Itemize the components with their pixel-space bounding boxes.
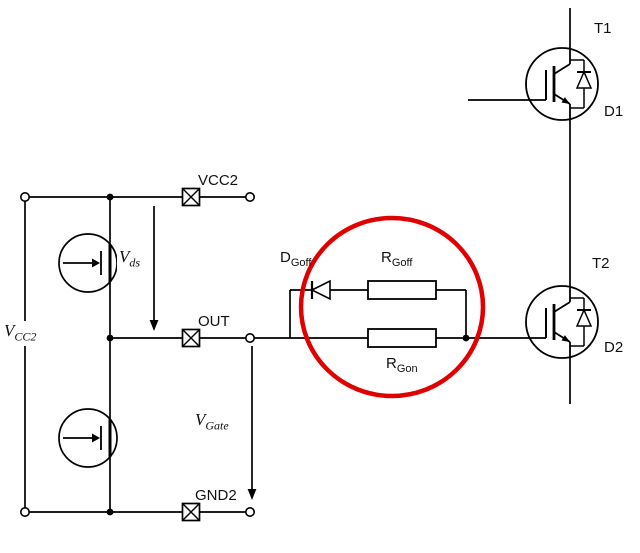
label-rgoff-base: R xyxy=(381,249,392,266)
connector-pins xyxy=(19,192,256,517)
label-d2: D2 xyxy=(604,339,624,356)
igbt-t2-with-diode-d2 xyxy=(524,284,600,360)
label-t1: T1 xyxy=(594,20,612,37)
resistor-rgon xyxy=(367,328,437,348)
label-vcc2-terminal: VCC2 xyxy=(198,172,239,189)
label-dgoff-sub: Goff xyxy=(290,257,312,269)
label-vds-voltage: Vds xyxy=(117,247,143,273)
diode-dgoff xyxy=(310,279,331,301)
vgate-measure-arrow xyxy=(247,346,257,500)
label-vcc2-voltage: VCC2 xyxy=(2,321,39,347)
label-vcc2-voltage-sub: CC2 xyxy=(14,329,37,344)
label-rgoff: RGoff xyxy=(381,249,412,272)
pin-supply-bottom xyxy=(19,506,30,517)
label-vgate-voltage-base: V xyxy=(195,410,206,429)
label-rgoff-sub: Goff xyxy=(391,257,413,269)
terminal-box-out xyxy=(181,328,201,348)
junction-dots xyxy=(106,193,470,516)
igbt-t1-with-diode-d1 xyxy=(524,46,600,122)
pin-gnd2 xyxy=(245,506,256,517)
circuit-wires xyxy=(24,8,571,513)
label-rgon-base: R xyxy=(386,355,397,372)
label-vgate-voltage-sub: Gate xyxy=(205,418,229,433)
label-rgon: RGon xyxy=(386,355,418,378)
label-gnd2-terminal: GND2 xyxy=(195,487,237,504)
label-rgon-sub: Gon xyxy=(396,363,418,375)
pin-supply-top xyxy=(19,192,30,203)
label-d1: D1 xyxy=(604,103,624,120)
mosfet-low-side xyxy=(57,407,119,469)
label-t2: T2 xyxy=(592,255,610,272)
pin-out xyxy=(245,332,256,343)
terminal-box-gnd2 xyxy=(181,502,201,522)
red-highlight-circle xyxy=(298,215,486,399)
label-vds-voltage-sub: ds xyxy=(129,255,141,270)
mosfet-high-side xyxy=(57,232,119,294)
label-out-terminal: OUT xyxy=(198,313,230,330)
label-vds-voltage-base: V xyxy=(119,247,130,266)
resistor-rgoff xyxy=(367,280,437,300)
label-vgate-voltage: VGate xyxy=(193,410,231,436)
vds-measure-arrow xyxy=(149,206,159,331)
pin-vcc2 xyxy=(245,192,256,203)
label-vcc2-voltage-base: V xyxy=(4,321,15,340)
label-dgoff-base: D xyxy=(280,249,291,266)
label-dgoff: DGoff xyxy=(280,249,311,272)
terminal-box-vcc2 xyxy=(181,187,201,207)
